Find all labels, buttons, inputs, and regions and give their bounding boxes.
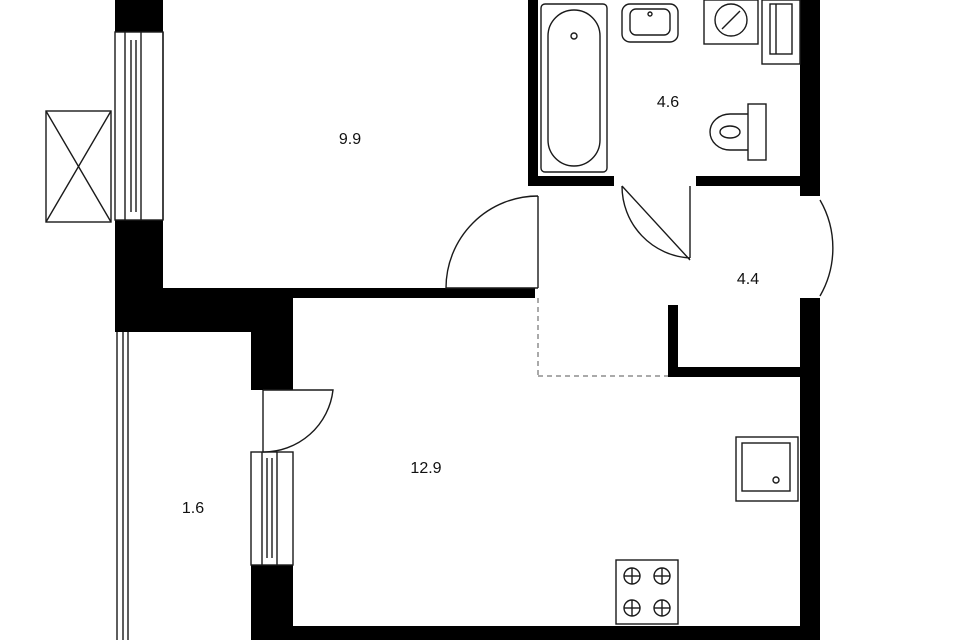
wall-bath-right (800, 0, 820, 196)
room-area-kitchen-living: 12.9 (410, 460, 441, 477)
door-bedroom (445, 195, 539, 289)
room-area-balcony: 1.6 (182, 500, 204, 517)
room-area-bedroom: 9.9 (339, 131, 361, 148)
washing-machine (703, 0, 759, 45)
living-window (250, 451, 294, 566)
ventilation-box (45, 110, 112, 223)
door-balcony (262, 389, 334, 453)
wall-bedroom-bottom (163, 288, 535, 298)
toilet (709, 103, 767, 161)
room-area-bathroom: 4.6 (657, 94, 679, 111)
wall-bath-left (528, 0, 538, 186)
bathtub (540, 3, 608, 173)
door-entrance (819, 199, 834, 297)
balcony-glazing (116, 332, 129, 640)
stove (615, 559, 679, 625)
towel-dryer (761, 0, 801, 65)
doors (262, 185, 834, 453)
dashed-zone (537, 298, 668, 377)
door-bathroom (621, 185, 691, 261)
wall-right-lower (800, 298, 820, 640)
wall-bath-bottom-left (528, 176, 614, 186)
kitchen-sink (735, 436, 799, 502)
sink (621, 3, 679, 43)
wall-closet-vertical (668, 305, 678, 377)
room-area-hallway: 4.4 (737, 271, 759, 288)
wall-closet-horizontal (668, 367, 800, 377)
wall-left-mid (115, 220, 163, 332)
wall-stub-balcony (251, 298, 293, 390)
walls (115, 0, 820, 640)
wall-bath-bottom-right (696, 176, 806, 186)
wall-bottom (251, 626, 820, 640)
bedroom-window (114, 31, 164, 221)
wall-left-top (115, 0, 163, 32)
